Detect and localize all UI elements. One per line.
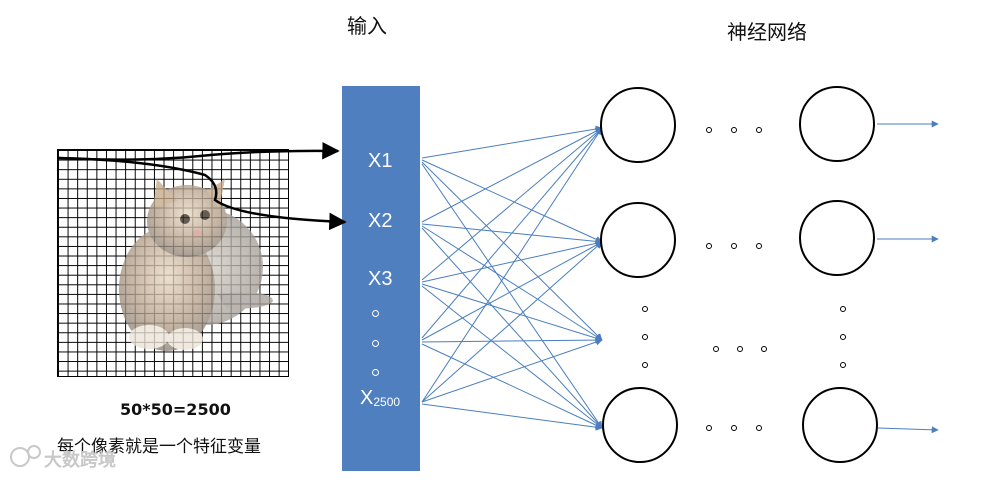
- ellipsis-dot: [706, 425, 712, 431]
- ellipsis-dot: [706, 243, 712, 249]
- input-x2500-label: X2500: [360, 387, 401, 409]
- connection-line: [421, 239, 603, 283]
- neuron-layer2-node3: [802, 387, 878, 463]
- input-x3-label: X3: [368, 268, 393, 290]
- neuron-layer1-node3: [602, 387, 678, 463]
- ellipsis-dot: [761, 346, 767, 352]
- ellipsis-dot: [642, 334, 648, 340]
- connection-line: [421, 163, 603, 429]
- watermark-logo-icon: [10, 445, 41, 467]
- pixel-to-x1-arrow: [57, 142, 340, 161]
- connection-line: [421, 159, 603, 243]
- connection-line: [421, 336, 603, 344]
- input-x2-label: X2: [368, 210, 393, 232]
- input-layer-bar: [342, 86, 420, 471]
- ellipsis-dot: [642, 306, 648, 312]
- output-arrow: [877, 426, 939, 434]
- connection-line: [421, 241, 603, 403]
- neuron-layer2-node2: [799, 200, 875, 276]
- input-x1-label: X1: [368, 150, 393, 172]
- ellipsis-dot: [840, 362, 846, 368]
- input-title: 输入: [347, 14, 387, 38]
- ellipsis-dot: [840, 306, 846, 312]
- connection-line: [421, 283, 603, 342]
- connection-line: [421, 343, 603, 429]
- pixel-count-formula: 50*50=2500: [120, 400, 231, 419]
- input-ellipsis-dot: [372, 340, 379, 347]
- ellipsis-dot: [731, 127, 737, 133]
- connection-line: [421, 241, 603, 341]
- connection-line: [421, 227, 603, 429]
- feature-caption: 每个像素就是一个特征变量: [57, 437, 261, 457]
- ellipsis-dot: [731, 243, 737, 249]
- connection-line: [421, 225, 603, 341]
- ellipsis-dot: [840, 334, 846, 340]
- ellipsis-dot: [706, 127, 712, 133]
- cat-photo-icon: [119, 179, 273, 351]
- connection-line: [421, 125, 603, 159]
- connection-line: [421, 127, 603, 223]
- connection-line: [421, 127, 603, 339]
- input-ellipsis-dot: [372, 369, 379, 376]
- watermark-text: 大数跨境: [44, 450, 116, 471]
- ellipsis-dot: [756, 127, 762, 133]
- connection-line: [421, 285, 603, 429]
- ellipsis-dot: [731, 425, 737, 431]
- connection-line: [421, 127, 603, 281]
- input-ellipsis-dot: [372, 310, 379, 317]
- ellipsis-dot: [756, 243, 762, 249]
- network-title: 神经网络: [727, 20, 807, 44]
- connection-line: [421, 161, 603, 341]
- connection-line: [421, 403, 603, 431]
- ellipsis-dot: [756, 425, 762, 431]
- neuron-layer1-node1: [600, 87, 676, 163]
- ellipsis-dot: [737, 346, 743, 352]
- connection-line: [421, 338, 603, 403]
- ellipsis-dot: [642, 362, 648, 368]
- ellipsis-dot: [713, 346, 719, 352]
- neuron-layer2-node1: [799, 86, 875, 162]
- connection-line: [421, 127, 603, 403]
- neuron-layer1-node2: [600, 202, 676, 278]
- pixel-to-x2-arrow: [57, 156, 347, 231]
